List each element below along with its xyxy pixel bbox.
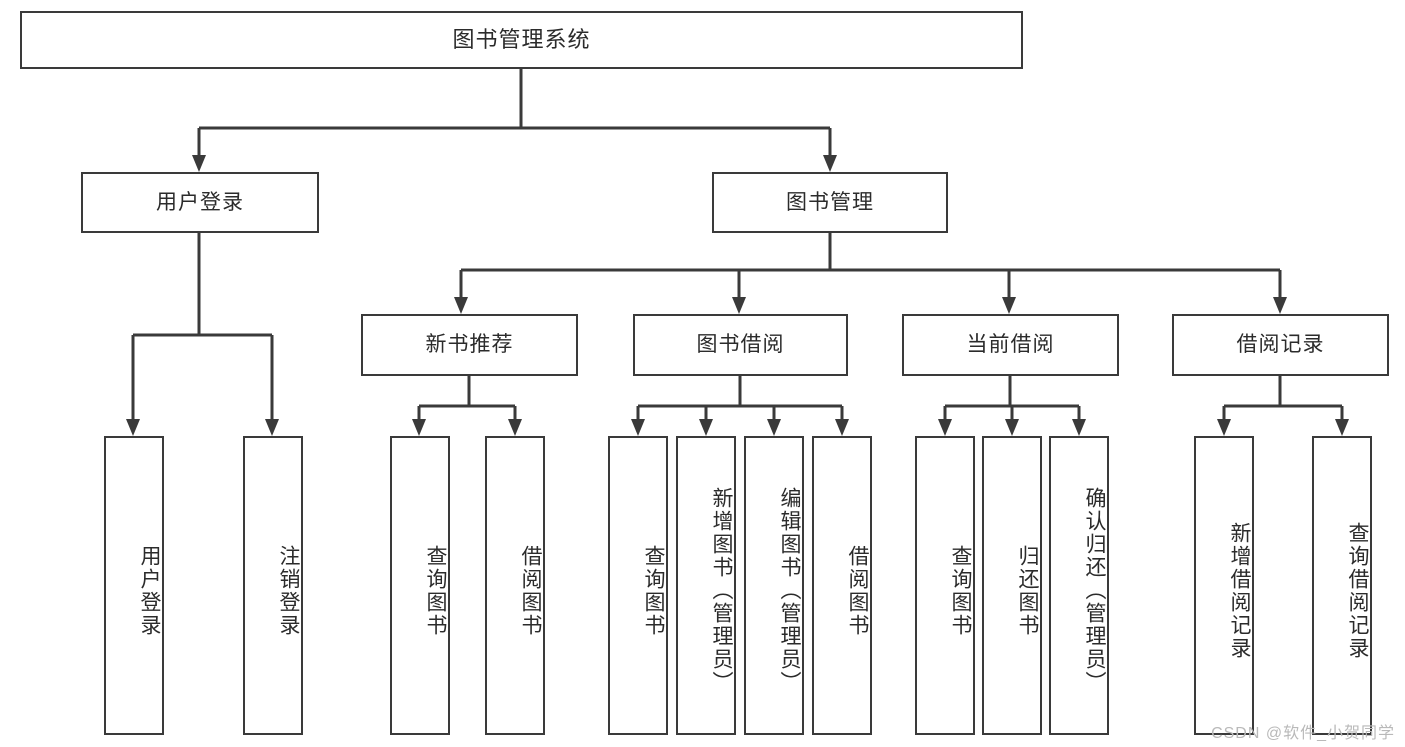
node-label: 当前借阅 [966,333,1055,357]
node-root[interactable]: 图书管理系统 [20,11,1023,69]
arrow-head [126,419,140,436]
arrow-head [1002,297,1016,314]
node-leaf-query-book-rec[interactable]: 查询图书 [390,436,450,735]
node-label: 查询图书 [424,544,447,637]
arrow-head [767,419,781,436]
node-leaf-borrow-book[interactable]: 借阅图书 [812,436,872,735]
node-label: 归还图书 [1016,544,1039,637]
arrow-head [1072,419,1086,436]
node-book-borrow[interactable]: 图书借阅 [633,314,848,376]
node-label: 查询图书 [642,544,665,637]
watermark: CSDN @软件_小贺同学 [1211,725,1395,742]
node-borrow-record[interactable]: 借阅记录 [1172,314,1389,376]
node-label: 新书推荐 [425,333,514,357]
arrow-head [1273,297,1287,314]
node-leaf-confirm-return-admin[interactable]: 确认归还（管理员） [1049,436,1109,735]
node-label: 借阅记录 [1236,333,1325,357]
node-label: 注销登录 [277,544,300,637]
node-label: 查询图书 [949,544,972,637]
node-leaf-logout[interactable]: 注销登录 [243,436,303,735]
node-label: 借阅图书 [519,544,542,637]
connector-borrowrecord-to-leaves [1217,376,1349,436]
connector-newbook-to-leaves [412,376,522,436]
arrow-head [938,419,952,436]
node-label: 确认归还（管理员） [1083,487,1106,694]
node-leaf-query-book-borrow[interactable]: 查询图书 [608,436,668,735]
node-leaf-add-book-admin[interactable]: 新增图书（管理员） [676,436,736,735]
arrow-head [1005,419,1019,436]
node-label: 用户登录 [156,190,244,214]
arrow-head [631,419,645,436]
node-label: 用户登录 [138,544,161,637]
node-leaf-user-login[interactable]: 用户登录 [104,436,164,735]
node-label: 借阅图书 [846,544,869,637]
node-user-login[interactable]: 用户登录 [81,172,319,233]
connector-currentborrow-to-leaves [938,376,1086,436]
node-label: 图书管理系统 [452,26,591,52]
arrow-head [454,297,468,314]
node-leaf-query-book-cur[interactable]: 查询图书 [915,436,975,735]
arrow-head [192,155,206,172]
arrow-head [508,419,522,436]
node-new-book-recommend[interactable]: 新书推荐 [361,314,578,376]
arrow-head [412,419,426,436]
node-leaf-return-book[interactable]: 归还图书 [982,436,1042,735]
node-leaf-query-borrow-record[interactable]: 查询借阅记录 [1312,436,1372,735]
node-book-manage[interactable]: 图书管理 [712,172,948,233]
node-leaf-borrow-book-rec[interactable]: 借阅图书 [485,436,545,735]
node-leaf-edit-book-admin[interactable]: 编辑图书（管理员） [744,436,804,735]
arrow-head [1335,419,1349,436]
arrow-head [265,419,279,436]
connector-bookborrow-to-leaves [631,376,849,436]
connector-userlogin-to-leaves [126,233,279,436]
arrow-head [823,155,837,172]
arrow-head [732,297,746,314]
arrow-head [835,419,849,436]
arrow-head [699,419,713,436]
node-leaf-add-borrow-record[interactable]: 新增借阅记录 [1194,436,1254,735]
arrow-head [1217,419,1231,436]
node-label: 图书借阅 [696,333,785,357]
connector-booknanage-to-l2 [454,233,1287,314]
node-label: 新增图书（管理员） [710,487,733,694]
node-current-borrow[interactable]: 当前借阅 [902,314,1119,376]
node-label: 编辑图书（管理员） [778,487,801,694]
node-label: 查询借阅记录 [1346,521,1369,660]
connector-root-to-l1 [192,69,837,172]
node-label: 图书管理 [786,190,874,214]
node-label: 新增借阅记录 [1228,521,1251,660]
